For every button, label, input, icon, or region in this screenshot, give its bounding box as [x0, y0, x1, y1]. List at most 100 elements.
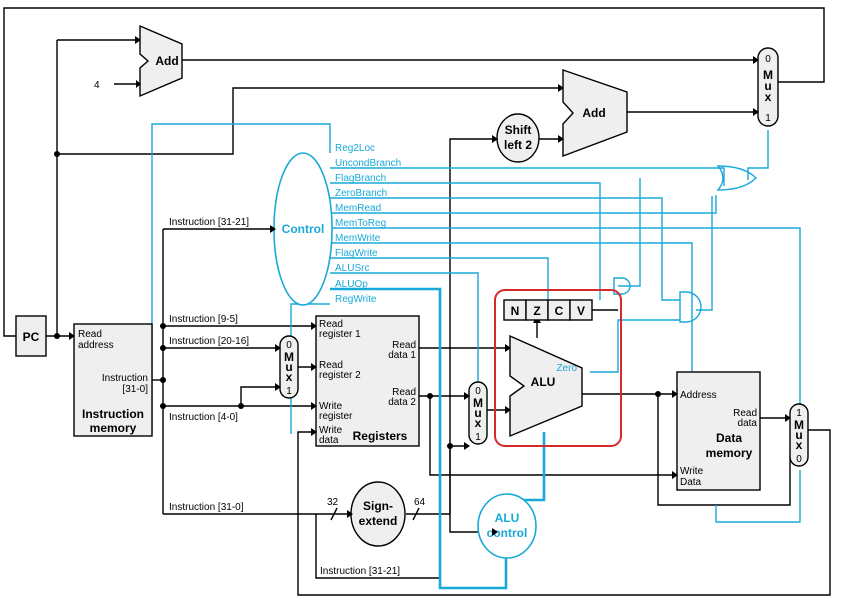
svg-text:Read: Read	[392, 387, 416, 398]
svg-text:data: data	[738, 418, 758, 429]
field-4-0: Instruction [4-0]	[169, 412, 238, 423]
mux-alu-in1: 1	[475, 432, 481, 443]
svg-text:register 1: register 1	[319, 329, 361, 340]
svg-text:u: u	[795, 428, 802, 442]
svg-text:register 2: register 2	[319, 370, 361, 381]
registers-title: Registers	[353, 429, 408, 443]
mux-alusrc: 0 M u x 1	[468, 381, 488, 445]
mux-reg-in1: 1	[286, 386, 292, 397]
control-wires	[151, 123, 801, 590]
signal-aluop: ALUOp	[335, 279, 368, 290]
imem-instruction-1: Instruction	[102, 373, 148, 384]
svg-text:u: u	[285, 360, 292, 374]
svg-text:Read: Read	[319, 319, 343, 330]
flag-n: N	[511, 304, 520, 318]
signal-uncondbranch: UncondBranch	[335, 158, 401, 169]
svg-text:u: u	[474, 406, 481, 420]
or-gate	[716, 165, 757, 191]
alu: ALU Zero	[509, 334, 583, 438]
svg-text:x: x	[475, 416, 482, 430]
signal-zerobranch: ZeroBranch	[335, 188, 387, 199]
field-31-0: Instruction [31-0]	[169, 502, 244, 513]
mux-reg-in0: 0	[286, 340, 292, 351]
svg-text:u: u	[764, 79, 771, 93]
svg-text:x: x	[765, 90, 772, 104]
flags-register: N Z C V	[503, 299, 593, 321]
signal-memwrite: MemWrite	[335, 233, 381, 244]
program-counter: PC	[15, 315, 47, 357]
svg-text:data 1: data 1	[388, 350, 416, 361]
imem-title-1: Instruction	[82, 407, 144, 421]
signal-alusrc: ALUSrc	[335, 263, 369, 274]
pc-label: PC	[23, 330, 40, 344]
branch-adder-label: Add	[582, 106, 605, 120]
flag-v: V	[577, 304, 585, 318]
field-20-16: Instruction [20-16]	[169, 336, 249, 347]
branch-adder: Add	[562, 69, 628, 158]
signal-regwrite: RegWrite	[335, 294, 377, 305]
control-unit: Control	[270, 152, 333, 306]
const-four: 4	[94, 80, 100, 91]
flag-c: C	[555, 304, 564, 318]
mux-memtoreg: 1 M u x 0	[789, 403, 809, 467]
register-file: Read register 1 Read register 2 Write re…	[315, 315, 420, 447]
alu-control: ALU control	[477, 493, 537, 559]
alu-zero-label: Zero	[556, 363, 577, 374]
shift-label-1: Shift	[505, 123, 532, 137]
mux-pc-in1: 1	[765, 113, 771, 124]
and-gate-flag	[613, 277, 631, 295]
svg-text:Data: Data	[680, 477, 702, 488]
field-31-21-alucontrol: Instruction [31-21]	[320, 566, 400, 577]
svg-text:Write: Write	[319, 401, 343, 412]
svg-text:Read: Read	[392, 340, 416, 351]
mux-alu-in0: 0	[475, 386, 481, 397]
svg-text:M: M	[794, 418, 804, 432]
pc-adder-label: Add	[155, 54, 178, 68]
and-gate-zero	[679, 291, 702, 323]
field-31-21: Instruction [31-21]	[169, 217, 249, 228]
mux-mem-in1: 1	[796, 408, 802, 419]
alu-control-1: ALU	[495, 511, 520, 525]
alu-label: ALU	[531, 375, 556, 389]
mux-reg2loc: 0 M u x 1	[279, 335, 299, 399]
svg-text:x: x	[796, 438, 803, 452]
flag-z: Z	[533, 304, 540, 318]
field-9-5: Instruction [9-5]	[169, 314, 238, 325]
mux-pc-source: 0 M u x 1	[757, 47, 779, 127]
imem-read-address-2: address	[78, 340, 114, 351]
mux-pc-in0: 0	[765, 54, 771, 65]
dmem-title-2: memory	[706, 446, 753, 460]
imem-title-2: memory	[90, 421, 137, 435]
instruction-memory: Read address Instruction [31-0] Instruct…	[73, 323, 153, 437]
svg-text:Read: Read	[319, 360, 343, 371]
sign-extend-2: extend	[359, 514, 398, 528]
shift-left-2: Shift left 2	[496, 113, 540, 163]
wire-junctions	[54, 151, 661, 449]
imem-instruction-2: [31-0]	[122, 384, 148, 395]
svg-text:Write: Write	[319, 425, 343, 436]
svg-text:Read: Read	[733, 408, 757, 419]
signal-memtoreg: MemToReg	[335, 218, 386, 229]
imem-read-address-1: Read	[78, 329, 102, 340]
signal-memread: MemRead	[335, 203, 381, 214]
svg-text:data 2: data 2	[388, 397, 416, 408]
sign-extend-1: Sign-	[363, 499, 393, 513]
dmem-title-1: Data	[716, 431, 742, 445]
pc-adder: Add 4	[94, 24, 183, 98]
control-label: Control	[282, 222, 325, 236]
control-signal-labels: Reg2Loc UncondBranch FlagBranch ZeroBran…	[335, 143, 401, 305]
svg-text:M: M	[763, 68, 773, 82]
svg-text:M: M	[473, 396, 483, 410]
signal-flagwrite: FlagWrite	[335, 248, 378, 259]
sign-in-width: 32	[327, 497, 339, 508]
instruction-field-labels: Instruction [31-21] Instruction [9-5] In…	[169, 217, 400, 577]
svg-text:Write: Write	[680, 466, 704, 477]
signal-flagbranch: FlagBranch	[335, 173, 386, 184]
arrow-heads	[69, 36, 791, 536]
svg-text:M: M	[284, 350, 294, 364]
sign-extend: Sign- extend 32 64	[327, 481, 426, 547]
sign-out-width: 64	[414, 497, 426, 508]
svg-text:x: x	[286, 370, 293, 384]
shift-label-2: left 2	[504, 138, 532, 152]
